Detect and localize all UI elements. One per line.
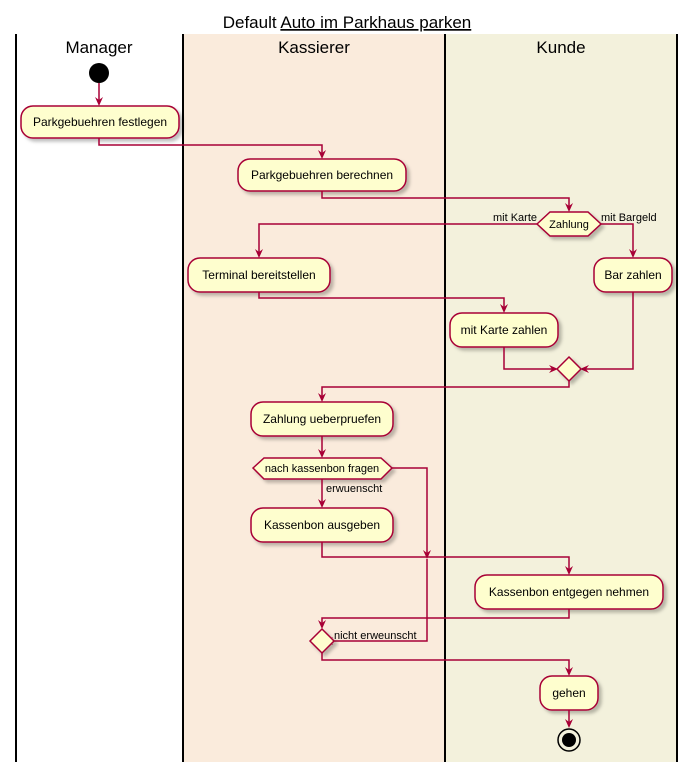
decision-payment-label: Zahlung <box>549 219 589 231</box>
lane-title-manager: Manager <box>65 38 132 57</box>
lane-bg-manager <box>16 34 183 762</box>
start-node <box>89 63 109 83</box>
activity-pay-card-label: mit Karte zahlen <box>461 323 548 337</box>
end-node-outer <box>557 728 581 752</box>
edge-label-card: mit Karte <box>493 212 537 224</box>
activity-check-payment-label: Zahlung ueberpruefen <box>263 412 381 426</box>
edge-label-cash: mit Bargeld <box>601 212 657 224</box>
title-link[interactable]: Auto im Parkhaus parken <box>280 13 471 32</box>
activity-receipt-issue-label: Kassenbon ausgeben <box>264 518 380 532</box>
activity-fees-calc-label: Parkgebuehren berechnen <box>251 168 393 182</box>
decision-receipt-label: nach kassenbon fragen <box>265 463 379 475</box>
lane-bg-kunde <box>445 34 677 762</box>
activity-terminal-label: Terminal bereitstellen <box>202 268 315 282</box>
activity-fees-set-label: Parkgebuehren festlegen <box>33 115 167 129</box>
lane-title-kunde: Kunde <box>536 38 585 57</box>
end-node-inner <box>562 733 576 747</box>
diagram-title: Default Auto im Parkhaus parken <box>223 13 472 32</box>
title-prefix: Default <box>223 13 281 32</box>
lane-title-kassierer: Kassierer <box>278 38 350 57</box>
activity-pay-cash-label: Bar zahlen <box>604 268 661 282</box>
activity-leave-label: gehen <box>552 686 585 700</box>
activity-receipt-take-label: Kassenbon entgegen nehmen <box>489 585 649 599</box>
edge-label-not-wanted: nicht erweunscht <box>334 630 417 642</box>
edge-label-wanted: erwuenscht <box>326 483 382 495</box>
activity-fees-set <box>20 105 180 139</box>
lane-bg-kassierer <box>183 34 445 762</box>
